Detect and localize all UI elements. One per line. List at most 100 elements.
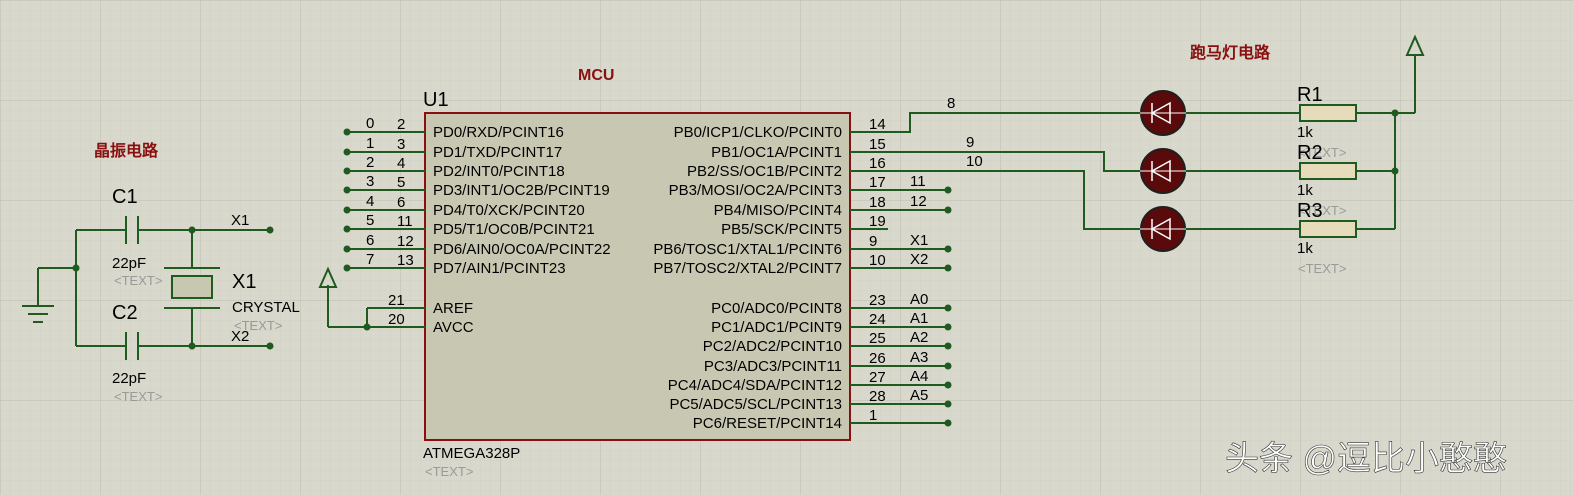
pin-label: PB5/SCK/PCINT5 [721, 221, 842, 238]
resistor-text: <TEXT> [1298, 203, 1346, 218]
osc-terminal [266, 226, 274, 234]
pin-terminal [944, 342, 952, 350]
net-label: 3 [366, 173, 374, 190]
net-label: 0 [366, 115, 374, 132]
crystal-body[interactable] [171, 275, 213, 299]
pin-number: 21 [388, 292, 405, 309]
pin-terminal [343, 264, 351, 272]
resistor-value: 1k [1297, 182, 1313, 199]
pin-label: PB0/ICP1/CLKO/PCINT0 [674, 124, 842, 141]
mcu-pin-left[interactable]: 13 PD7/AIN1/PCINT23 7 [343, 251, 566, 277]
net-8-label: 8 [947, 95, 955, 112]
osc-junction [188, 226, 196, 234]
net-x2-osc: X2 [231, 328, 249, 345]
c2-text: <TEXT> [114, 389, 162, 404]
osc-junction [72, 264, 80, 272]
led-junction [1391, 167, 1399, 175]
mcu-pin-left[interactable]: 5 PD3/INT1/OC2B/PCINT19 3 [343, 173, 610, 199]
pin-terminal [343, 245, 351, 253]
net-label: A2 [910, 329, 928, 346]
x1-text: <TEXT> [234, 318, 282, 333]
resistor-ref: R3 [1297, 200, 1323, 222]
title-oscillator: 晶振电路 [94, 141, 159, 160]
pin-number: 3 [397, 136, 405, 153]
mcu-pin-right[interactable]: 19 PB5/SCK/PCINT5 [721, 213, 888, 238]
mcu-part: ATMEGA328P [423, 445, 520, 462]
mcu-pin-left[interactable]: 4 PD2/INT0/PCINT18 2 [343, 154, 565, 180]
pin-label: PD4/T0/XCK/PCINT20 [433, 202, 585, 219]
net-label: 1 [366, 135, 374, 152]
avcc-junction [363, 323, 371, 331]
pin-terminal [944, 362, 952, 370]
net-label: X1 [910, 232, 928, 249]
pin-number: 18 [869, 194, 886, 211]
net-label: A4 [910, 368, 928, 385]
pin-number: 23 [869, 292, 886, 309]
pin-terminal [343, 148, 351, 156]
pin-terminal [343, 128, 351, 136]
led-1[interactable] [1140, 90, 1186, 136]
c1-text: <TEXT> [114, 273, 162, 288]
title-leds: 跑马灯电路 [1190, 43, 1271, 62]
pin-terminal [944, 381, 952, 389]
pin-label: PC1/ADC1/PCINT9 [711, 319, 842, 336]
pin-number: 4 [397, 155, 405, 172]
net-label: 6 [366, 232, 374, 249]
pin-label: PD7/AIN1/PCINT23 [433, 260, 566, 277]
net-label: X2 [910, 251, 928, 268]
pin-number: 19 [869, 213, 886, 230]
pin-terminal [343, 206, 351, 214]
pin-terminal [343, 186, 351, 194]
led-3[interactable] [1140, 206, 1186, 252]
net-label: 2 [366, 154, 374, 171]
pin-label: PC3/ADC3/PCINT11 [704, 358, 842, 375]
pin-label: PB4/MISO/PCINT4 [714, 202, 842, 219]
pin-number: 20 [388, 311, 405, 328]
led-junction [1391, 109, 1399, 117]
pin-label: PD3/INT1/OC2B/PCINT19 [433, 182, 610, 199]
net-label: A1 [910, 310, 928, 327]
watermark: 头条 @逗比小憨憨 [1225, 440, 1507, 478]
net-10-label: 10 [966, 153, 983, 170]
pin-label: PD2/INT0/PCINT18 [433, 163, 565, 180]
c2-ref: C2 [112, 302, 138, 324]
osc-terminal [266, 342, 274, 350]
pin-number: 5 [397, 174, 405, 191]
title-mcu: MCU [578, 67, 614, 84]
mcu-body[interactable] [424, 112, 851, 441]
pin-number: 10 [869, 252, 886, 269]
net-label: A5 [910, 387, 928, 404]
pin-terminal [343, 225, 351, 233]
pin-terminal [944, 400, 952, 408]
avcc-power-arrow [318, 266, 338, 288]
x1-value: CRYSTAL [232, 299, 300, 316]
led-2[interactable] [1140, 148, 1186, 194]
net-label: 7 [366, 251, 374, 268]
pin-number: 13 [397, 252, 414, 269]
